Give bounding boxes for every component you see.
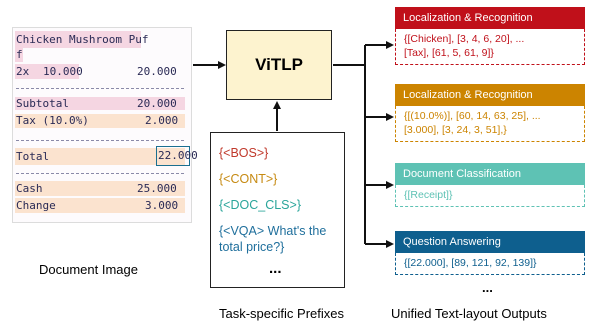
output-line: {[22.000], [89, 121, 92, 139]} [404, 257, 537, 269]
receipt-qty: 2x [16, 65, 30, 78]
prefixes-caption: Task-specific Prefixes [219, 306, 344, 321]
receipt-subtotal-value: 20.000 [137, 97, 177, 110]
highlight [15, 198, 185, 213]
output-body-doc-cls: {[Receipt]} [395, 185, 585, 207]
receipt-cash-value: 25.000 [137, 182, 177, 195]
divider [16, 140, 184, 141]
highlight [15, 114, 185, 128]
divider [16, 173, 184, 174]
model-label: ViTLP [255, 55, 303, 74]
receipt-total-label: Total [16, 150, 50, 163]
output-header-qa: Question Answering [395, 231, 585, 253]
output-line: {[Chicken], [3, 4, 6, 20], ... [404, 33, 525, 45]
output-body-loc-rec-1: {[Chicken], [3, 4, 6, 20], ... [Tax], [6… [395, 29, 585, 65]
receipt-subtotal-label: Subtotal [16, 97, 69, 110]
output-body-qa: {[22.000], [89, 121, 92, 139]} [395, 253, 585, 275]
output-line: [3.000], [3, 24, 3, 51],} [404, 124, 507, 136]
prefix-vqa-line1: {<VQA> What's the [219, 224, 327, 238]
output-line: [Tax], [61, 5, 61, 9]} [404, 47, 494, 59]
highlight [15, 181, 185, 196]
highlight [15, 64, 79, 79]
output-line: {[Receipt]} [404, 189, 453, 201]
receipt-tax-value: 2.000 [145, 114, 179, 127]
answer-bounding-box [156, 146, 190, 166]
receipt-change-value: 3.000 [145, 199, 179, 212]
receipt-total-value: 22.000 [158, 149, 198, 162]
receipt-item-total: 20.000 [137, 65, 177, 78]
prefix-box: {<BOS>} {<CONT>} {<DOC_CLS>} {<VQA> What… [210, 132, 345, 288]
prefix-ellipsis: ... [269, 260, 282, 277]
highlight [15, 31, 141, 48]
outputs-ellipsis: ... [482, 280, 493, 295]
output-header-doc-cls: Document Classification [395, 163, 585, 185]
document-image-caption: Document Image [39, 262, 138, 277]
receipt-cash-label: Cash [16, 182, 43, 195]
prefix-bos: {<BOS>} [219, 146, 269, 160]
output-header-loc-rec-2: Localization & Recognition [395, 84, 585, 106]
receipt-item-name: Chicken Mushroom Puf [16, 33, 149, 46]
divider [16, 88, 184, 89]
highlight [15, 48, 23, 62]
prefix-vqa-line2: total price?} [219, 240, 285, 254]
prefix-doc-cls: {<DOC_CLS>} [219, 198, 301, 212]
outputs-caption: Unified Text-layout Outputs [391, 306, 547, 321]
highlight [15, 97, 185, 110]
receipt-unit-price: 10.000 [43, 65, 83, 78]
highlight [15, 148, 185, 165]
output-line: {[(10.0%)], [60, 14, 63, 25], ... [404, 110, 541, 122]
receipt-tax-label: Tax (10.0%) [16, 114, 89, 127]
output-header-loc-rec-1: Localization & Recognition [395, 7, 585, 29]
model-box: ViTLP [226, 30, 332, 100]
output-body-loc-rec-2: {[(10.0%)], [60, 14, 63, 25], ... [3.000… [395, 106, 585, 142]
document-image: Chicken Mushroom Puf f 2x 10.000 20.000 … [12, 27, 198, 223]
receipt-change-label: Change [16, 199, 56, 212]
prefix-cont: {<CONT>} [219, 172, 278, 186]
receipt-item-name-cont: f [16, 48, 23, 61]
